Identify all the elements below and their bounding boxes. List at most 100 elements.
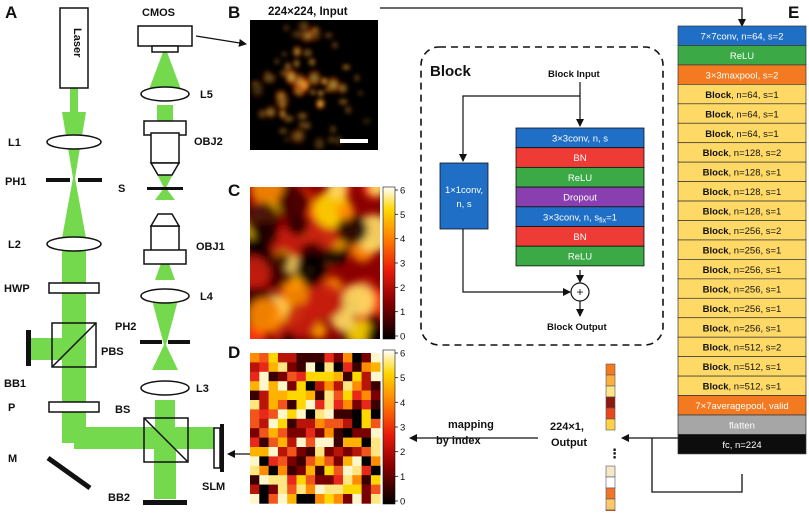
phase-pixel — [343, 400, 353, 410]
phase-pixel — [352, 418, 362, 429]
speckle — [310, 25, 322, 34]
diverge-beam-1 — [62, 178, 86, 238]
output-vector-cell — [605, 487, 616, 500]
phase-blob — [342, 284, 375, 317]
focus-beam-l3 — [152, 345, 178, 370]
phase-pixel — [370, 353, 381, 363]
phase-pixel — [315, 381, 325, 391]
block-layer-label: BN — [573, 232, 586, 243]
speckle — [361, 117, 373, 125]
speckle — [341, 63, 352, 71]
phase-pixel — [361, 484, 372, 495]
network-layer-label: Block, n=512, s=2 — [703, 343, 782, 354]
phase-pixel — [315, 494, 325, 504]
colorbar-tick-label: 5 — [400, 210, 405, 221]
phase-blob — [295, 252, 328, 285]
phase-pixel — [287, 465, 297, 476]
phase-pixel — [305, 418, 316, 429]
phase-pixel — [370, 437, 381, 448]
panel-letter-a: A — [5, 3, 17, 22]
phase-pixel — [296, 428, 307, 438]
phase-pixel — [352, 447, 362, 457]
phase-pixel — [315, 456, 325, 467]
phase-pixel — [296, 437, 307, 448]
phase-pixel — [324, 418, 334, 429]
speckle — [289, 28, 306, 40]
phase-pixel — [333, 428, 344, 438]
phase-pixel — [343, 484, 353, 495]
phase-pixel — [250, 465, 260, 476]
phase-pixel — [361, 381, 372, 391]
phase-pixel — [296, 390, 307, 401]
phase-pixel — [324, 400, 334, 410]
phase-pixel — [250, 418, 260, 429]
network-layer-label: Block, n=256, s=2 — [703, 226, 782, 237]
panel-letter-e: E — [788, 3, 799, 22]
phase-pixel — [352, 494, 362, 504]
phase-pixel — [305, 371, 316, 382]
speckle — [250, 79, 261, 87]
phase-pixel — [361, 362, 372, 373]
phase-pixel — [333, 353, 344, 363]
block-layer-label: 3×3conv, n, s — [552, 134, 608, 145]
phase-pixel — [352, 409, 362, 420]
phase-pixel — [277, 484, 288, 495]
phase-pixel — [268, 447, 279, 457]
cmos-mount — [151, 45, 179, 53]
phase-pixel — [296, 456, 307, 467]
phase-pixel — [315, 353, 325, 363]
speckle — [277, 126, 289, 136]
phase-pixel — [277, 390, 288, 401]
speckle — [273, 88, 288, 103]
phase-pixel — [324, 465, 334, 476]
label-l2: L2 — [8, 239, 21, 251]
phase-pixel — [250, 353, 260, 363]
phase-pixel — [250, 390, 260, 401]
phase-pixel — [370, 428, 381, 438]
phase-pixel — [352, 362, 362, 373]
speckle — [292, 46, 302, 59]
phase-pixel — [296, 465, 307, 476]
label-slm: SLM — [202, 481, 225, 493]
beam-block-bb2 — [143, 500, 187, 505]
pinhole-ph1-right — [78, 178, 102, 182]
block-layer-label: BN — [573, 153, 586, 164]
colorbar-tick-label: 3 — [400, 259, 405, 270]
phase-pixel — [324, 456, 334, 467]
phase-pixel — [315, 390, 325, 401]
network-layer-label: 7×7averagepool, valid — [695, 401, 788, 412]
phase-pixel — [370, 381, 381, 391]
phase-pixel — [305, 381, 316, 391]
arrow-shortcut-branch — [459, 95, 580, 162]
colorbar-tick-label: 1 — [400, 472, 405, 483]
panel-a: A Laser L1 PH1 L2 HWP — [4, 3, 250, 505]
block-diagram: Block Block Input 1×1conv, n, s 3×3conv,… — [420, 46, 664, 346]
block-layer-label: Dropout — [563, 193, 597, 204]
phase-pixel — [343, 428, 353, 438]
objective-obj2-body — [150, 132, 180, 164]
phase-pixel — [352, 371, 362, 382]
phase-pixel — [268, 484, 279, 495]
phase-pixel — [287, 456, 297, 467]
speckle-pattern — [250, 20, 373, 150]
phase-blob — [250, 297, 284, 333]
phase-pixel — [333, 447, 344, 457]
slm-back — [220, 424, 224, 472]
phase-pixel — [343, 353, 353, 363]
colorbar-tick-label: 3 — [400, 423, 405, 434]
phase-pixel — [259, 465, 269, 476]
phase-pixel — [352, 456, 362, 467]
phase-pixel — [305, 484, 316, 495]
phase-pixel — [305, 447, 316, 457]
phase-pixel — [315, 437, 325, 448]
phase-pixel — [343, 418, 353, 429]
label-p: P — [8, 402, 15, 414]
beam-to-bb2 — [154, 449, 176, 499]
phase-pixel — [268, 494, 279, 504]
objective-obj2-tip — [149, 162, 181, 176]
speckle — [328, 123, 338, 135]
colorbar-tick-label: 6 — [400, 349, 405, 360]
phase-pixel — [287, 447, 297, 457]
output-vector-cell — [605, 407, 616, 420]
